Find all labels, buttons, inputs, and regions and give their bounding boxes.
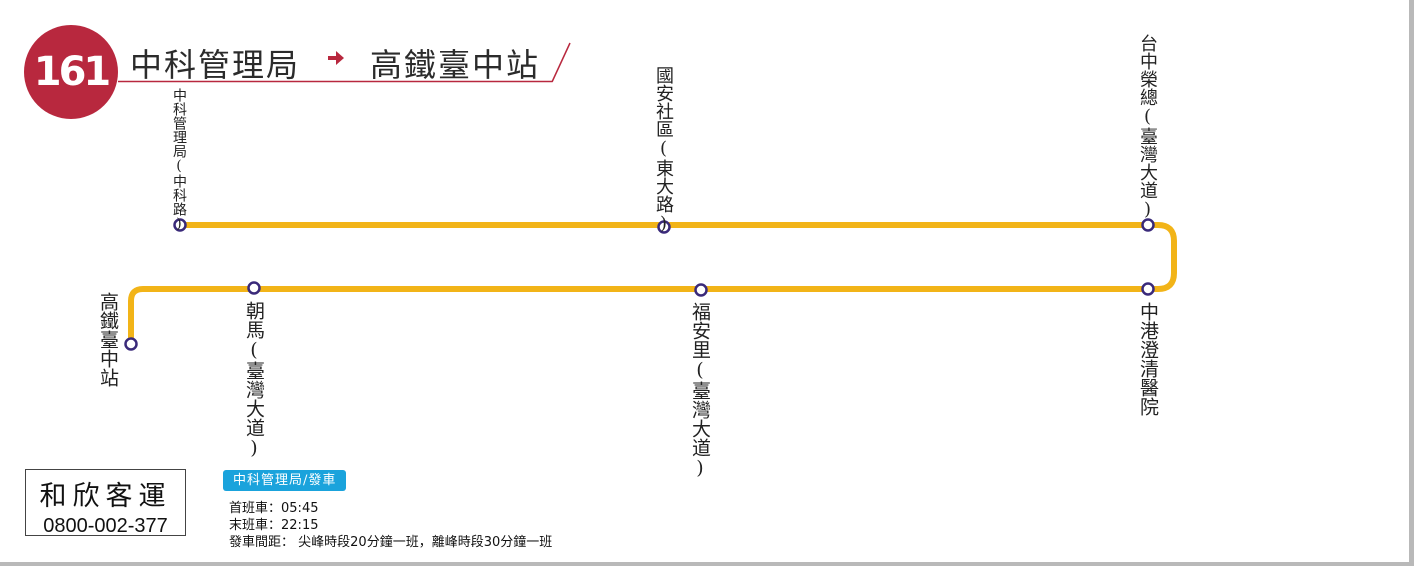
route-origin: 中科管理局 xyxy=(130,46,301,84)
stop-name: 福安里 xyxy=(689,302,711,359)
stop-label-chaoma: 朝馬(臺灣大道) xyxy=(243,301,265,459)
stop-note: (臺灣大道) xyxy=(689,359,711,479)
stop-name: 高鐵臺中站 xyxy=(97,292,119,387)
operator-name: 和欣客運 xyxy=(39,481,172,512)
stop-name: 中科管理局 xyxy=(171,88,187,158)
route-destination: 高鐵臺中站 xyxy=(370,46,541,84)
stop-marker-zhongke[interactable] xyxy=(173,218,187,232)
stop-label-rongzong: 台中榮總(臺灣大道) xyxy=(1137,34,1158,220)
last-bus-row: 末班車：22:15 xyxy=(229,514,318,533)
stop-name: 中港澄清醫院 xyxy=(1137,302,1159,416)
stop-label-guoan: 國安社區(東大路) xyxy=(653,66,674,234)
stop-note: (中科路) xyxy=(171,158,187,232)
stop-note: (臺灣大道) xyxy=(243,339,265,459)
departure-tag: 中科管理局/發車 xyxy=(223,470,347,491)
interval-row: 發車間距： 尖峰時段20分鐘一班，離峰時段30分鐘一班 xyxy=(229,531,552,550)
first-bus-label: 首班車： xyxy=(229,501,282,516)
stop-note: (臺灣大道) xyxy=(1137,106,1158,220)
route-number-badge: 161 xyxy=(24,25,118,119)
stop-label-zhongke: 中科管理局(中科路) xyxy=(171,88,187,232)
operator-phone: 0800-002-377 xyxy=(43,515,168,537)
stop-label-chengqing: 中港澄清醫院 xyxy=(1137,302,1159,416)
first-bus-time: 05:45 xyxy=(281,501,319,516)
stop-note: (東大路) xyxy=(653,138,674,234)
title-underline xyxy=(118,80,552,83)
stop-name: 國安社區 xyxy=(653,66,674,138)
stop-marker-chaoma[interactable] xyxy=(247,281,261,295)
operator-box: 和欣客運 0800-002-377 xyxy=(25,469,186,537)
last-bus-time: 22:15 xyxy=(281,518,319,533)
stop-marker-chengqing[interactable] xyxy=(1141,282,1155,296)
stop-label-fuanli: 福安里(臺灣大道) xyxy=(689,302,711,479)
first-bus-row: 首班車：05:45 xyxy=(229,497,318,516)
stop-marker-hsr[interactable] xyxy=(124,337,138,351)
title-slash xyxy=(551,42,571,83)
interval-text: 尖峰時段20分鐘一班，離峰時段30分鐘一班 xyxy=(298,535,553,550)
last-bus-label: 末班車： xyxy=(229,518,282,533)
stop-label-hsr: 高鐵臺中站 xyxy=(97,292,119,387)
right-arrow-icon xyxy=(328,51,344,65)
stop-marker-rongzong[interactable] xyxy=(1141,218,1155,232)
stop-name: 朝馬 xyxy=(243,301,265,339)
stop-marker-fuanli[interactable] xyxy=(694,283,708,297)
stop-name: 台中榮總 xyxy=(1137,34,1158,106)
route-line xyxy=(128,222,1177,344)
interval-label: 發車間距： xyxy=(229,535,295,550)
stop-marker-guoan[interactable] xyxy=(657,220,671,234)
